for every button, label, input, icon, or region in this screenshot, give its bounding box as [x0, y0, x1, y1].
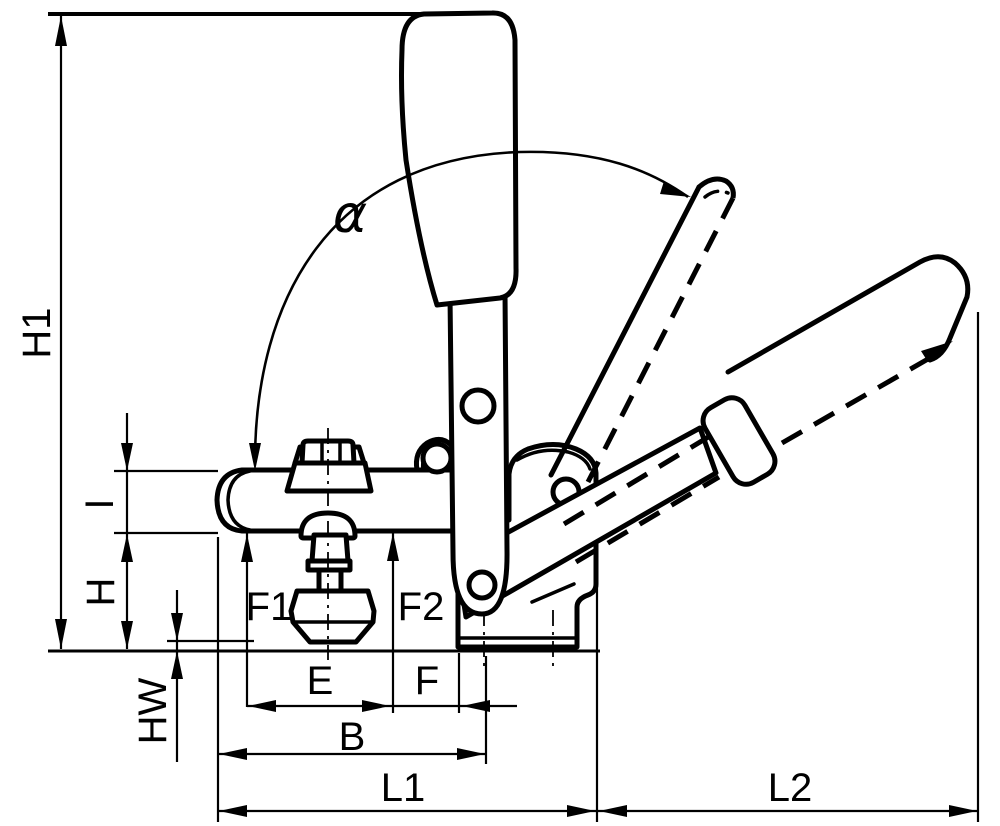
l2-label: L2: [768, 766, 813, 810]
e-label: E: [307, 659, 334, 703]
spindle-neck-upper: [309, 532, 351, 564]
b-label: B: [339, 715, 366, 759]
clamp-bar-end-arc: [226, 469, 252, 532]
alpha-arc-path: [253, 150, 689, 463]
bracket-surface-mark: [530, 582, 576, 604]
open-shaft-upper-edge: [562, 433, 712, 527]
f2-label: F2: [398, 585, 445, 629]
h1-label: H1: [15, 307, 59, 358]
pressure-pad: [288, 588, 377, 645]
dim-f1: F1: [241, 533, 292, 707]
hex-nut-facets: [320, 440, 342, 465]
open-grip-top-edge: [725, 254, 971, 375]
handle-open-full-position: [562, 254, 971, 565]
l1-label: L1: [381, 766, 426, 810]
handle-open-mid-position: [548, 176, 736, 484]
mid-handle-cap: [696, 176, 729, 190]
handle-arm: [447, 289, 510, 617]
mid-handle-left-edge: [548, 184, 702, 478]
dim-b: B: [216, 537, 488, 822]
alpha-arc-start-arrowhead: [249, 443, 261, 471]
open-grip-fill: [741, 263, 969, 437]
open-grip-ferrule: [700, 395, 778, 487]
dimension-lines: H1 I H HW F1 F: [15, 12, 980, 822]
hw-label: HW: [131, 677, 175, 744]
dim-f2: F2: [387, 532, 444, 713]
dim-e-f: E F: [247, 653, 517, 713]
dim-h1: H1: [15, 15, 67, 649]
bracket-lug-arc: [515, 448, 592, 471]
f1-label: F1: [246, 585, 293, 629]
mid-handle-right-edge: [585, 196, 736, 484]
open-grip-bottom-edge: [780, 356, 930, 446]
arm-upper-pivot-hole: [459, 387, 497, 425]
arm-lower-pivot-hole: [466, 569, 498, 601]
open-position-arc-arrowhead: [921, 341, 953, 362]
mid-handle-cap-inner: [703, 189, 730, 199]
dim-i-h: I H: [78, 413, 218, 649]
spindle-neck-lower: [316, 567, 344, 594]
alpha-angle-arc: α: [249, 150, 691, 471]
i-label: I: [78, 498, 122, 509]
dim-hw: HW: [131, 590, 254, 762]
dim-l1-l2: L1 L2: [218, 312, 980, 822]
mid-handle-cap-dashed: [724, 178, 736, 199]
open-shaft-lower-edge: [574, 474, 721, 565]
h-label: H: [79, 578, 123, 607]
spindle-seat: [284, 460, 374, 494]
clamp-body: [214, 10, 719, 672]
ear-rivet-hole: [420, 441, 454, 475]
alpha-arc-end-arrowhead: [660, 181, 691, 197]
f-label: F: [415, 659, 439, 703]
alpha-label: α: [333, 185, 367, 245]
